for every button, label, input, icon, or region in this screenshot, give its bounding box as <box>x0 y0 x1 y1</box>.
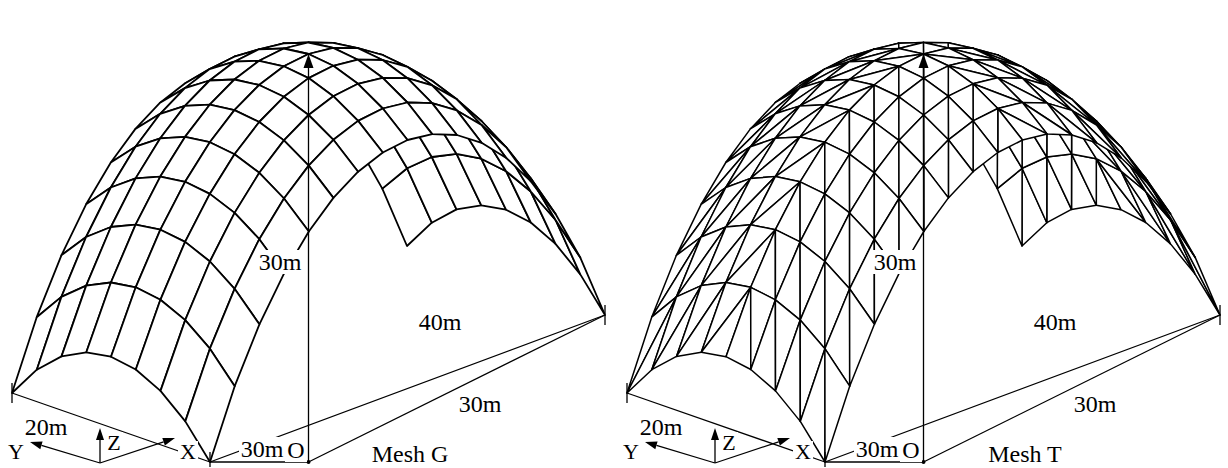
axis-label: X <box>178 441 198 463</box>
mesh-panel <box>726 287 751 369</box>
dimension-label: 30m <box>457 392 504 416</box>
dimension-label: 20m <box>23 415 70 439</box>
mesh-panel <box>825 349 850 462</box>
mesh-title: Mesh G <box>370 442 451 466</box>
origin-label: O <box>900 438 921 462</box>
dimension-lines <box>627 54 1220 467</box>
mesh-title: Mesh T <box>986 442 1064 466</box>
mesh-panel <box>948 140 973 198</box>
mesh-panel <box>973 121 998 172</box>
mesh-panel <box>531 192 581 275</box>
dimension-tick <box>209 452 210 467</box>
dimension-line <box>12 393 210 462</box>
mesh-panel <box>1146 192 1196 275</box>
mesh-panel <box>924 166 949 232</box>
axis-label: X <box>793 441 813 463</box>
mesh-panel <box>1072 154 1097 210</box>
dimension-tick <box>11 383 12 403</box>
mesh-panel <box>850 289 875 386</box>
dimension-label: 30m <box>257 250 304 274</box>
origin-label: O <box>285 438 306 462</box>
arrow-head <box>162 438 175 446</box>
mesh-panel <box>1097 125 1146 181</box>
mesh-panel <box>1146 192 1196 275</box>
dimension-label: 40m <box>417 310 464 334</box>
arrow-head <box>30 442 43 450</box>
dimension-label: 30m <box>854 437 901 461</box>
dimension-label: 20m <box>638 415 685 439</box>
dimension-lines <box>12 54 605 467</box>
mesh-panel <box>1171 220 1220 315</box>
mesh-panel <box>1097 125 1146 181</box>
mesh-panel <box>998 109 1023 153</box>
radius-line <box>309 315 606 462</box>
dimension-label: 30m <box>239 437 286 461</box>
arrow-head <box>96 428 104 440</box>
axis-label: Y <box>621 441 641 463</box>
dimension-line <box>210 315 605 462</box>
mesh-panel <box>751 300 776 391</box>
axis-label: Z <box>720 432 737 454</box>
axis-line <box>99 440 100 463</box>
origin-point <box>307 460 311 464</box>
dimension-label: 30m <box>1072 392 1119 416</box>
axis-label: Y <box>6 441 26 463</box>
dimension-label: 40m <box>1032 310 1079 334</box>
axis-line <box>42 445 101 463</box>
height-line <box>308 66 309 462</box>
mesh-g-grid <box>12 43 605 463</box>
mesh-panel <box>776 320 801 421</box>
mesh-panel <box>1072 154 1097 205</box>
mesh-panel <box>556 220 605 315</box>
axis-label: Z <box>105 432 122 454</box>
dimension-label: 30m <box>872 250 919 274</box>
arrow-head <box>304 54 314 68</box>
mesh-panel <box>1047 154 1072 210</box>
mesh-panel <box>1171 220 1220 315</box>
